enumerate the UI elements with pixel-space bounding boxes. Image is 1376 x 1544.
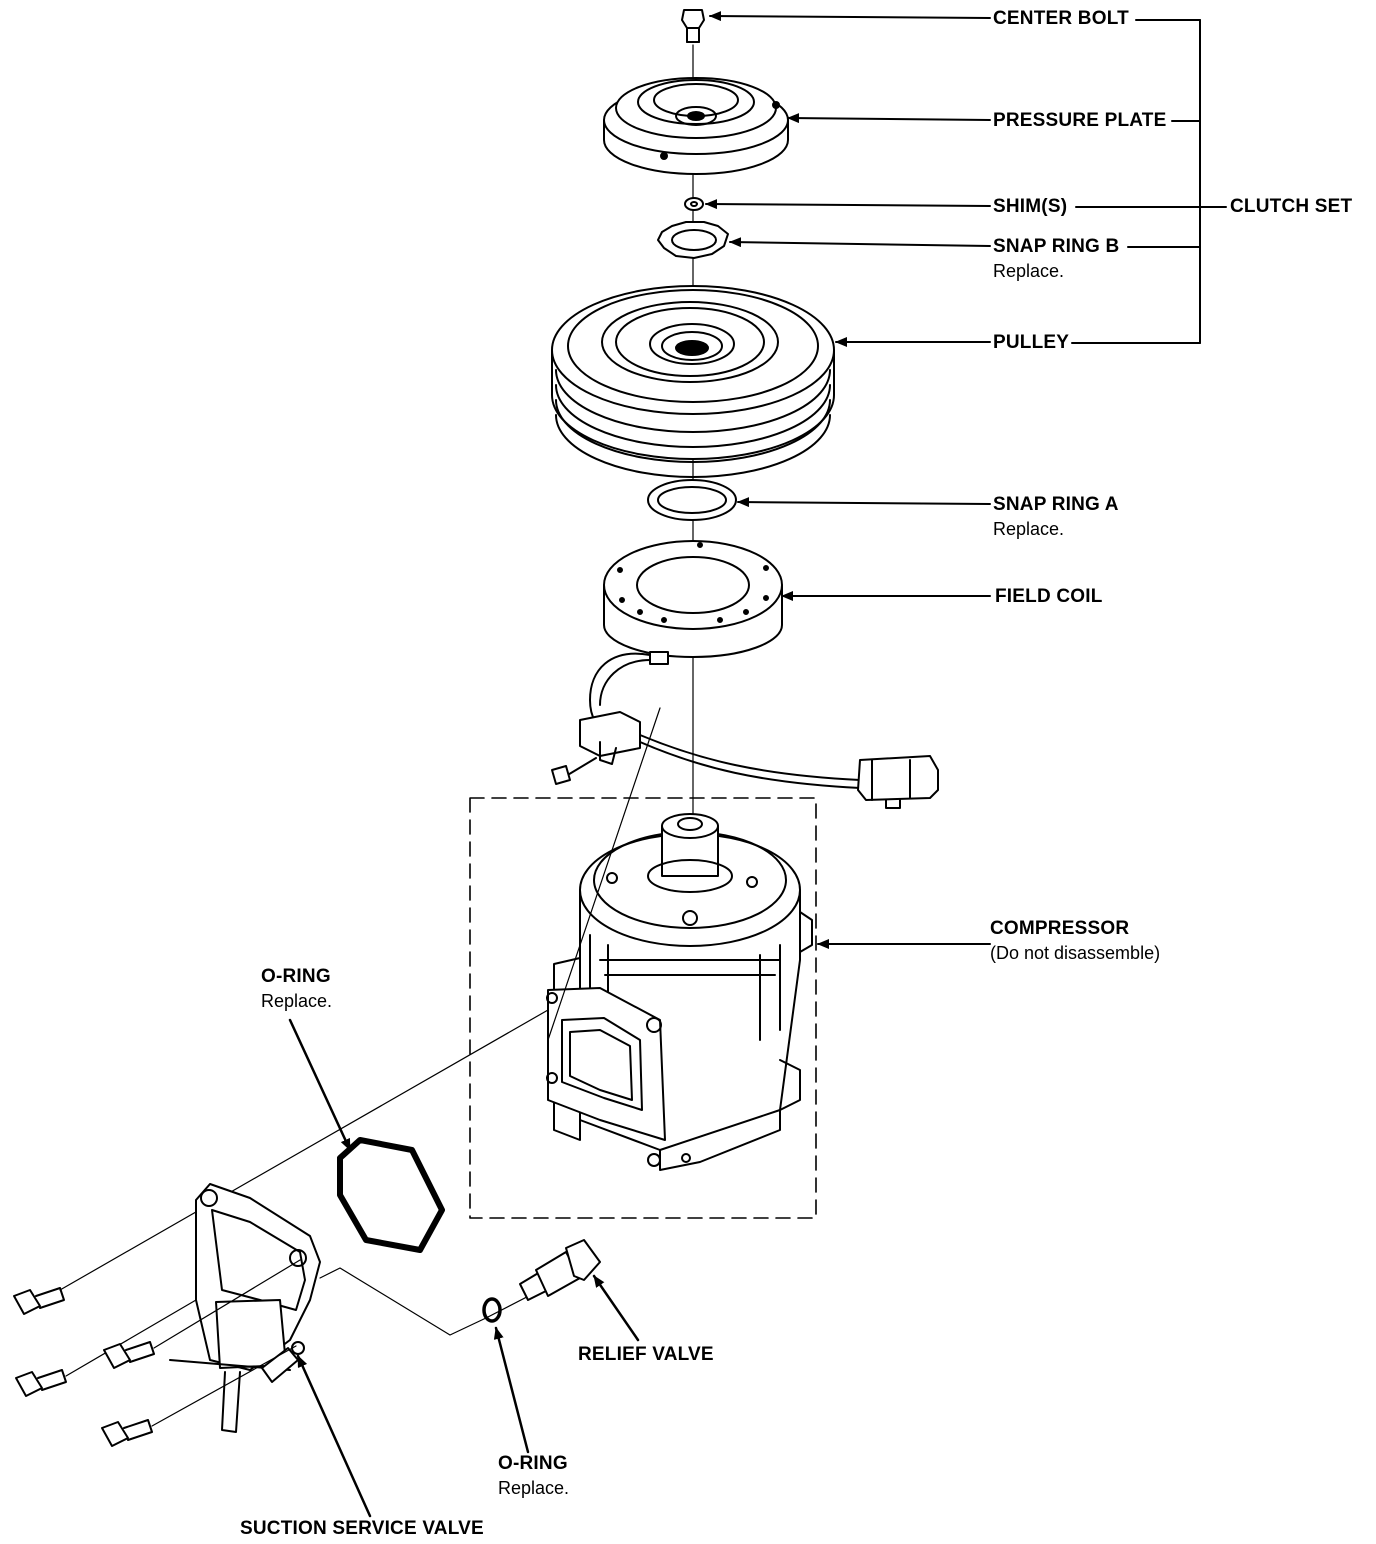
field-coil-wiring-icon bbox=[551, 651, 939, 809]
label-compressor-title: COMPRESSOR bbox=[990, 918, 1130, 939]
relief-valve-icon bbox=[519, 1239, 601, 1301]
leader-center-bolt bbox=[709, 11, 991, 22]
label-o-ring-lower: O-RING Replace. bbox=[498, 1454, 569, 1497]
label-clutch-set-title: CLUTCH SET bbox=[1230, 196, 1353, 217]
shims-icon bbox=[684, 197, 704, 211]
label-o-ring-lower-note: Replace. bbox=[498, 1478, 570, 1498]
leader-snap-ring-b bbox=[729, 237, 991, 248]
field-coil-icon bbox=[603, 540, 783, 658]
label-snap-ring-b: SNAP RING B Replace. bbox=[993, 237, 1119, 280]
center-bolt-icon bbox=[681, 9, 705, 43]
label-o-ring-lower-title: O-RING bbox=[498, 1453, 568, 1474]
label-shims: SHIM(S) bbox=[993, 197, 1067, 216]
label-o-ring-upper: O-RING Replace. bbox=[261, 967, 332, 1010]
label-o-ring-upper-note: Replace. bbox=[261, 991, 333, 1011]
label-snap-ring-b-title: SNAP RING B bbox=[993, 236, 1120, 257]
label-suction-service-valve: SUCTION SERVICE VALVE bbox=[240, 1519, 484, 1538]
bolt-icon bbox=[101, 1345, 297, 1447]
leader-snap-ring-a bbox=[737, 497, 991, 508]
bolt-icon bbox=[103, 1259, 301, 1369]
clutch-set-bracket bbox=[1071, 19, 1227, 344]
o-ring-lower-icon bbox=[482, 1297, 502, 1323]
label-pulley: PULLEY bbox=[993, 333, 1069, 352]
label-o-ring-upper-title: O-RING bbox=[261, 966, 331, 987]
label-center-bolt-title: CENTER BOLT bbox=[993, 8, 1129, 29]
bolt-icon bbox=[15, 1299, 197, 1397]
leader-o-ring-lower bbox=[493, 1326, 530, 1454]
pressure-plate-icon bbox=[603, 77, 789, 175]
label-shims-title: SHIM(S) bbox=[993, 196, 1068, 217]
label-pressure-plate-title: PRESSURE PLATE bbox=[993, 110, 1167, 131]
leader-suction-service-valve bbox=[296, 1354, 372, 1518]
leader-shims bbox=[705, 199, 991, 210]
pulley-icon bbox=[551, 285, 835, 478]
label-field-coil-title: FIELD COIL bbox=[995, 586, 1103, 607]
leader-relief-valve bbox=[592, 1274, 640, 1342]
leader-pressure-plate bbox=[787, 113, 991, 124]
label-compressor: COMPRESSOR (Do not disassemble) bbox=[990, 919, 1160, 962]
label-relief-valve: RELIEF VALVE bbox=[578, 1345, 714, 1364]
label-clutch-set: CLUTCH SET bbox=[1230, 197, 1352, 216]
label-pressure-plate: PRESSURE PLATE bbox=[993, 111, 1166, 130]
label-pulley-title: PULLEY bbox=[993, 332, 1070, 353]
guide-line bbox=[319, 1267, 551, 1336]
label-snap-ring-a-note: Replace. bbox=[993, 519, 1065, 539]
o-ring-upper-icon bbox=[337, 1137, 445, 1253]
snap-ring-b-icon bbox=[657, 221, 729, 259]
label-snap-ring-a-title: SNAP RING A bbox=[993, 494, 1119, 515]
label-snap-ring-a: SNAP RING A Replace. bbox=[993, 495, 1119, 538]
label-field-coil: FIELD COIL bbox=[995, 587, 1103, 606]
snap-ring-a-icon bbox=[647, 479, 737, 521]
compressor-boundary bbox=[469, 797, 817, 1219]
label-relief-valve-title: RELIEF VALVE bbox=[578, 1344, 714, 1365]
leader-o-ring-upper bbox=[288, 1018, 352, 1152]
label-compressor-note: (Do not disassemble) bbox=[990, 943, 1161, 963]
guide-line bbox=[59, 1009, 549, 1291]
label-snap-ring-b-note: Replace. bbox=[993, 261, 1065, 281]
label-suction-service-valve-title: SUCTION SERVICE VALVE bbox=[240, 1518, 484, 1539]
guide-line bbox=[547, 707, 661, 1041]
label-center-bolt: CENTER BOLT bbox=[993, 9, 1129, 28]
suction-service-valve-icon bbox=[169, 1183, 321, 1433]
compressor-icon bbox=[546, 813, 813, 1171]
bolt-icon bbox=[13, 1287, 65, 1315]
